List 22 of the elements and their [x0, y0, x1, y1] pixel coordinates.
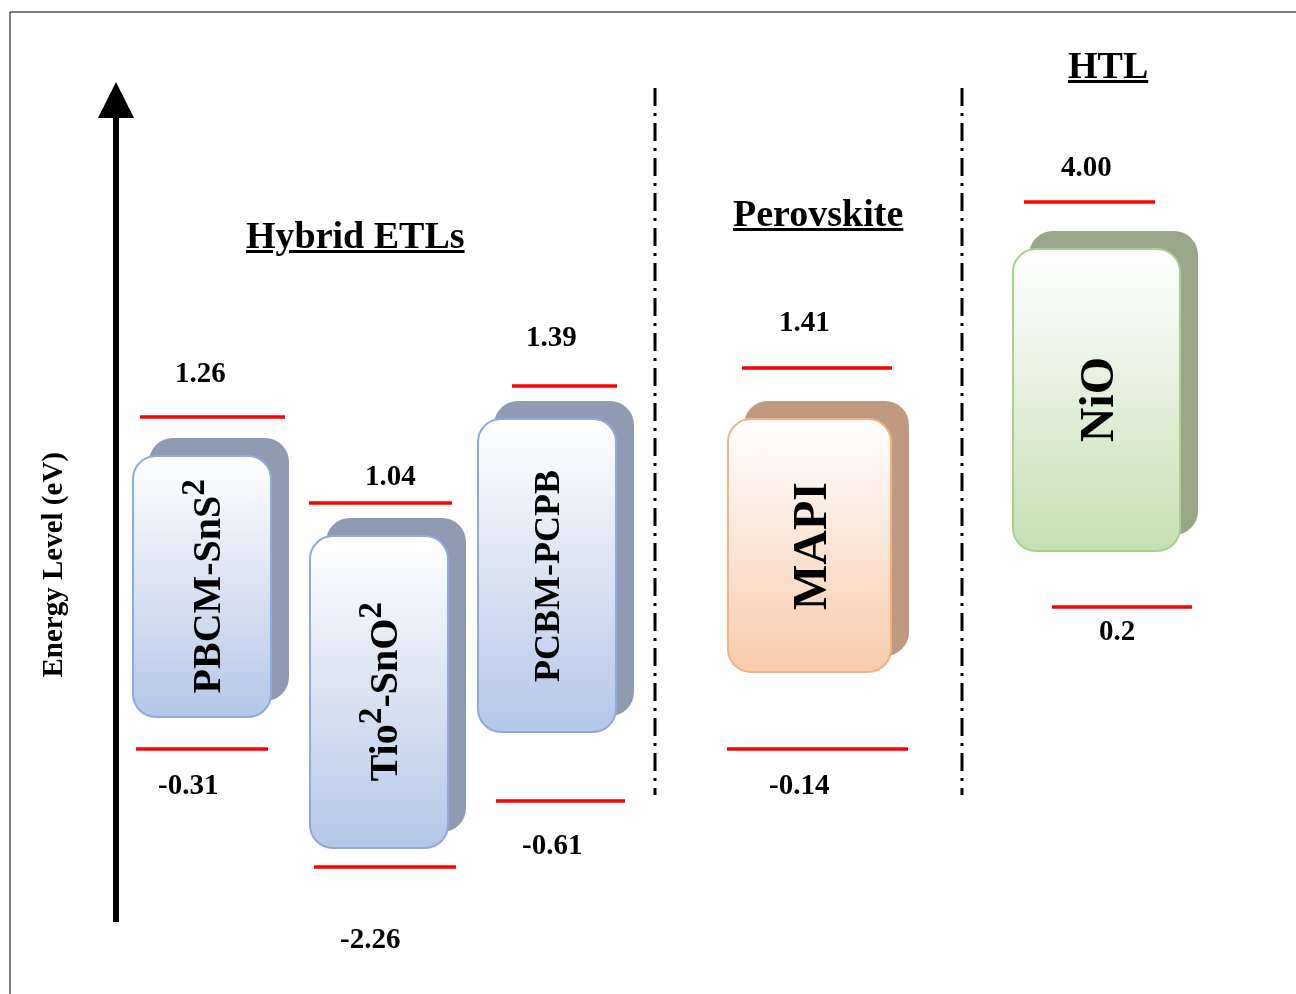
energy-level-box	[727, 401, 909, 673]
axis-label: Energy Level (eV)	[38, 452, 67, 678]
energy-value: 0.2	[1099, 616, 1136, 645]
energy-value: -0.61	[522, 830, 583, 859]
material-label: PCBM-PCPB	[529, 469, 565, 682]
energy-level-box	[132, 438, 289, 718]
material-label: MAPI	[785, 481, 834, 610]
section-heading: Perovskite	[733, 194, 904, 232]
energy-value: 1.04	[365, 461, 416, 490]
energy-value: 4.00	[1061, 152, 1112, 181]
section-heading: HTL	[1068, 46, 1149, 84]
energy-value: -2.26	[340, 924, 401, 953]
section-heading: Hybrid ETLs	[246, 216, 465, 254]
energy-value: -0.31	[158, 770, 219, 799]
energy-value: 1.39	[526, 322, 577, 351]
energy-level-box	[309, 518, 466, 849]
energy-value: 1.26	[175, 358, 226, 387]
energy-value: -0.14	[769, 770, 830, 799]
energy-level-box	[1012, 231, 1198, 552]
energy-level-box	[477, 401, 634, 733]
material-label: NiO	[1072, 357, 1121, 443]
energy-value: 1.41	[779, 307, 830, 336]
